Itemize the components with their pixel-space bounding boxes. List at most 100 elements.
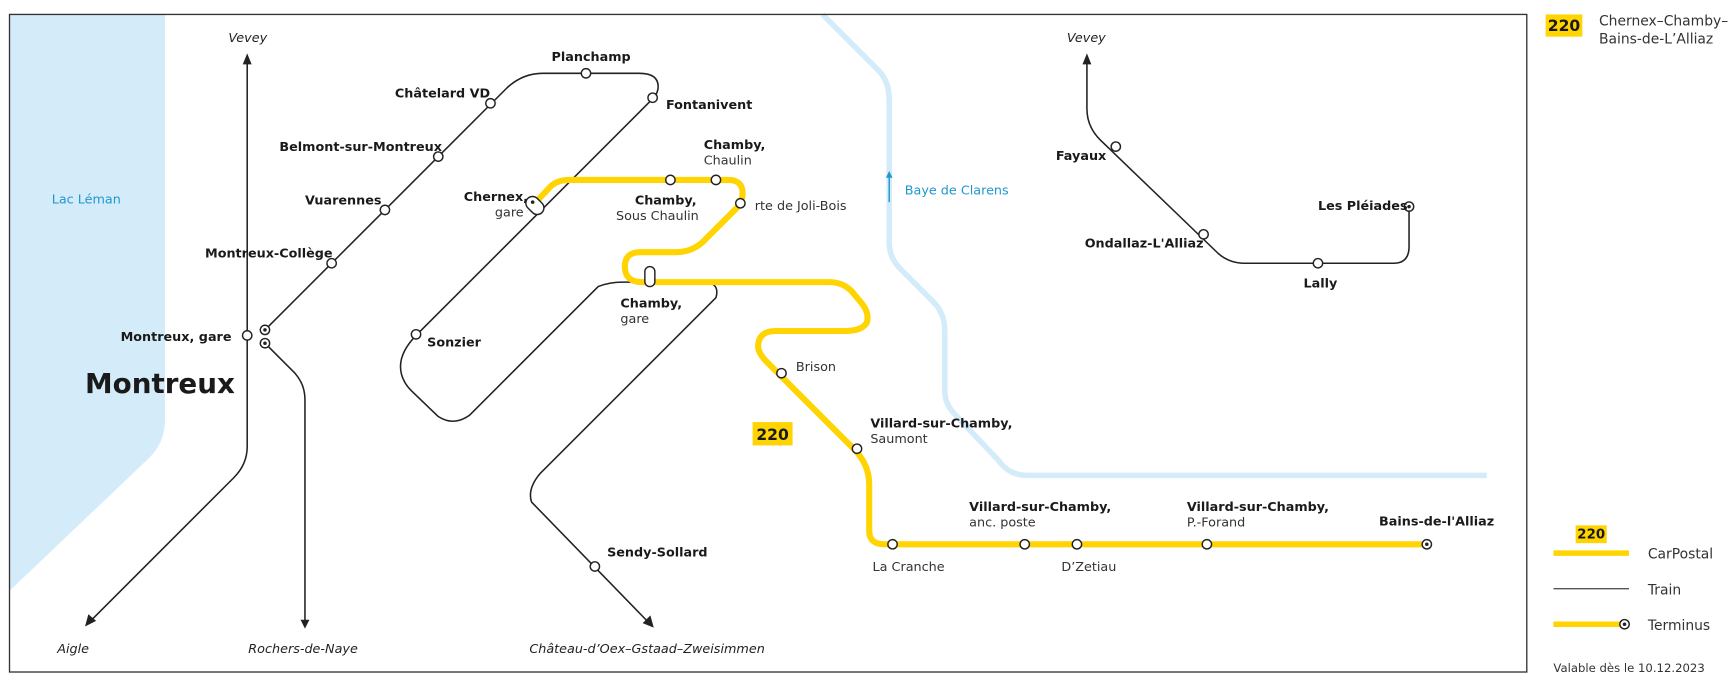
label-sendy: Sendy-Sollard — [607, 545, 707, 560]
terminus-chernex-dot-icon — [530, 200, 535, 204]
svg-text:220: 220 — [756, 426, 789, 444]
label-bains: Bains-de-l'Alliaz — [1379, 514, 1494, 529]
terminus-bains-icon — [1421, 538, 1433, 550]
label-pleiades: Les Pléiades — [1318, 199, 1408, 214]
stop-la-cranche[interactable] — [887, 538, 898, 550]
label-anc-poste: Villard-sur-Chamby, — [969, 500, 1111, 515]
legend-train-label: Train — [1647, 582, 1681, 598]
river-baye-de-clarens — [820, 12, 1487, 479]
dest-rochers: Rochers-de-Naye — [248, 642, 358, 657]
route-header: 220 Chernex–Chamby– Bains-de-L’Alliaz — [1545, 14, 1728, 47]
label-ondallaz: Ondallaz-L'Alliaz — [1085, 237, 1204, 252]
stop-joli-bois[interactable] — [734, 197, 746, 209]
label-belmont: Belmont-sur-Montreux — [279, 140, 442, 155]
route-name-line2: Bains-de-L’Alliaz — [1599, 31, 1713, 47]
legend-badge — [1575, 525, 1607, 544]
label-city: Montreux — [85, 367, 235, 400]
arrow-vevey-left-icon — [242, 53, 252, 65]
label-chernex-sub: gare — [495, 206, 524, 221]
stop-chamby-gare[interactable] — [644, 265, 656, 288]
label-montreux-gare: Montreux, gare — [121, 330, 232, 345]
dest-vevey-right: Vevey — [1067, 31, 1106, 46]
label-chamby-gare: Chamby, — [620, 297, 682, 312]
stop-montreux-gare[interactable] — [241, 330, 253, 341]
label-la-cranche: La Cranche — [873, 560, 945, 575]
label-sous-chaulin: Chamby, — [635, 193, 697, 208]
label-pforand: Villard-sur-Chamby, — [1187, 500, 1329, 515]
train-line-mob — [264, 72, 718, 623]
stop-montreux-college[interactable] — [326, 257, 338, 269]
route-number: 220 — [1548, 17, 1581, 35]
train-line-vevey-aigle — [88, 61, 248, 623]
label-sonzier: Sonzier — [427, 336, 482, 351]
dest-aigle: Aigle — [56, 642, 89, 657]
stop-chaulin[interactable] — [710, 174, 722, 186]
arrow-vevey-right-icon — [1082, 53, 1092, 65]
label-pforand-sub: P.-Forand — [1187, 515, 1245, 530]
label-river: Baye de Clarens — [905, 183, 1009, 198]
label-dzetiau: D’Zetiau — [1061, 560, 1116, 575]
label-chamby-gare-sub: gare — [620, 312, 649, 327]
dest-chateau: Château-d’Oex–Gstaad–Zweisimmen — [529, 642, 764, 657]
stop-anc-poste[interactable] — [1019, 538, 1031, 550]
label-lake: Lac Léman — [52, 192, 121, 207]
label-fontanivent: Fontanivent — [666, 98, 752, 113]
stop-dzetiau[interactable] — [1071, 538, 1083, 550]
label-fayaux: Fayaux — [1056, 149, 1107, 164]
label-lally: Lally — [1304, 277, 1339, 292]
lake-leman — [9, 14, 166, 591]
label-sous-chaulin-sub: Sous Chaulin — [616, 209, 699, 224]
route-name-line1: Chernex–Chamby– — [1599, 14, 1728, 30]
stop-fontanivent[interactable] — [647, 92, 659, 104]
stop-fayaux[interactable] — [1110, 141, 1122, 153]
train-stops — [241, 67, 1324, 572]
legend: 220 CarPostal Train Terminus Valable dès… — [1553, 525, 1713, 675]
bus-line-220 — [531, 176, 1430, 548]
arrow-aigle-icon — [85, 614, 97, 627]
stop-sendy-sollard[interactable] — [589, 561, 601, 572]
label-chaulin: Chamby, — [704, 138, 766, 153]
train-line-rochers-de-naye — [264, 342, 306, 623]
stop-planchamp[interactable] — [580, 67, 592, 79]
label-joli-bois: rte de Joli-Bois — [755, 199, 847, 214]
label-montreux-college: Montreux-Collège — [205, 247, 333, 262]
legend-carpostal-label: CarPostal — [1648, 547, 1713, 563]
label-saumont: Villard-sur-Chamby, — [870, 417, 1012, 432]
stop-chernex-gare[interactable] — [523, 194, 547, 218]
label-anc-poste-sub: anc. poste — [969, 515, 1036, 530]
label-chaulin-sub: Chaulin — [704, 153, 752, 168]
bus-stops — [523, 174, 1213, 550]
route-badge-map: 220 — [752, 422, 793, 446]
legend-badge-text: 220 — [1577, 528, 1605, 543]
label-vuarennes: Vuarennes — [305, 193, 382, 208]
dest-vevey-left: Vevey — [228, 31, 267, 46]
map-frame — [8, 13, 1528, 673]
legend-terminus-icon — [1619, 618, 1630, 630]
label-chernex: Chernex, — [464, 190, 528, 205]
terminus-montreux-mgn-icon — [259, 337, 271, 349]
legend-terminus-label: Terminus — [1647, 618, 1710, 634]
arrow-rochers-icon — [300, 619, 310, 629]
validity-date: Valable dès le 10.12.2023 — [1553, 661, 1704, 675]
label-planchamp: Planchamp — [552, 50, 631, 65]
stop-vuarennes[interactable] — [379, 204, 391, 216]
stop-lally[interactable] — [1312, 257, 1324, 269]
label-chatelard: Châtelard VD — [395, 87, 490, 102]
stop-belmont[interactable] — [432, 151, 444, 163]
stop-ondallaz[interactable] — [1198, 228, 1209, 240]
stop-brison[interactable] — [776, 367, 787, 379]
label-saumont-sub: Saumont — [870, 432, 927, 447]
train-line-pleiades — [1086, 61, 1410, 265]
stop-chatelard[interactable] — [485, 97, 496, 109]
stop-saumont[interactable] — [851, 443, 863, 455]
arrow-chateau-icon — [642, 615, 654, 628]
terminus-montreux-mob-icon — [259, 324, 271, 336]
river-flow-arrowhead-icon — [885, 171, 893, 178]
terminus-pleiades-icon — [1403, 201, 1415, 212]
route-number-badge — [1545, 14, 1583, 37]
stop-sonzier[interactable] — [410, 328, 422, 340]
label-brison: Brison — [796, 360, 836, 375]
stop-sous-chaulin[interactable] — [665, 174, 676, 186]
stop-p-forand[interactable] — [1201, 538, 1213, 550]
